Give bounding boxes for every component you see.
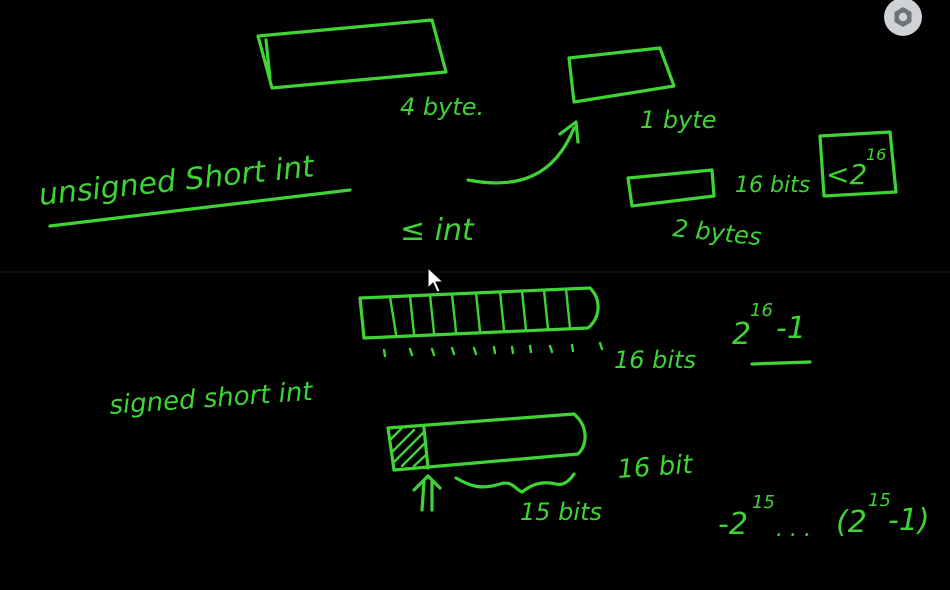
le-int-label: ≤ int xyxy=(400,213,475,248)
unsigned-underline xyxy=(48,188,352,228)
register-tick-marks xyxy=(382,341,604,358)
lt-power-exponent: 16 xyxy=(866,145,886,164)
power-exponent: 16 xyxy=(750,300,773,321)
fifteen-bits-brace xyxy=(454,472,576,494)
sixteen-bits-top-label: 16 bits xyxy=(735,173,810,198)
sixteen-bit-register xyxy=(358,286,600,340)
curved-arrow-head xyxy=(558,120,580,144)
gear-icon xyxy=(894,7,912,27)
sixteen-bit-low-label: 16 bit xyxy=(616,450,694,485)
one-byte-box xyxy=(567,46,676,104)
curved-arrow xyxy=(466,126,576,185)
four-byte-label: 4 byte. xyxy=(400,93,484,121)
sign-bit-arrow xyxy=(412,474,442,512)
four-byte-box xyxy=(256,18,448,90)
power-box xyxy=(818,130,898,198)
two-bytes-label: 2 bytes xyxy=(671,214,762,251)
power-base: 2 xyxy=(732,317,751,352)
power-minus-one: -1 xyxy=(776,311,806,346)
mouse-cursor-icon xyxy=(427,266,445,293)
range-minus-one: -1) xyxy=(888,503,930,538)
register-cell-dividers xyxy=(388,287,572,336)
one-byte-label: 1 byte xyxy=(640,106,717,134)
signed-short-int-label: signed short int xyxy=(108,377,314,421)
range-positive-exponent: 15 xyxy=(868,490,891,511)
range-positive-base: (2 xyxy=(836,505,867,540)
power-underline xyxy=(750,360,812,366)
unsigned-short-int-label: unsigned Short int xyxy=(37,149,317,213)
range-negative-base: -2 xyxy=(718,507,748,542)
range-negative-exponent: 15 xyxy=(752,492,775,513)
two-bytes-box xyxy=(626,168,716,208)
fifteen-bits-label: 15 bits xyxy=(520,498,602,526)
sign-bit-divider xyxy=(422,426,430,470)
signed-register xyxy=(386,412,587,472)
lt-power-base: <2 xyxy=(826,158,867,191)
sign-bit-hatching xyxy=(388,426,429,468)
range-ellipsis: . . . xyxy=(776,517,811,542)
settings-button[interactable] xyxy=(884,0,922,36)
sixteen-bits-mid-label: 16 bits xyxy=(614,346,696,374)
